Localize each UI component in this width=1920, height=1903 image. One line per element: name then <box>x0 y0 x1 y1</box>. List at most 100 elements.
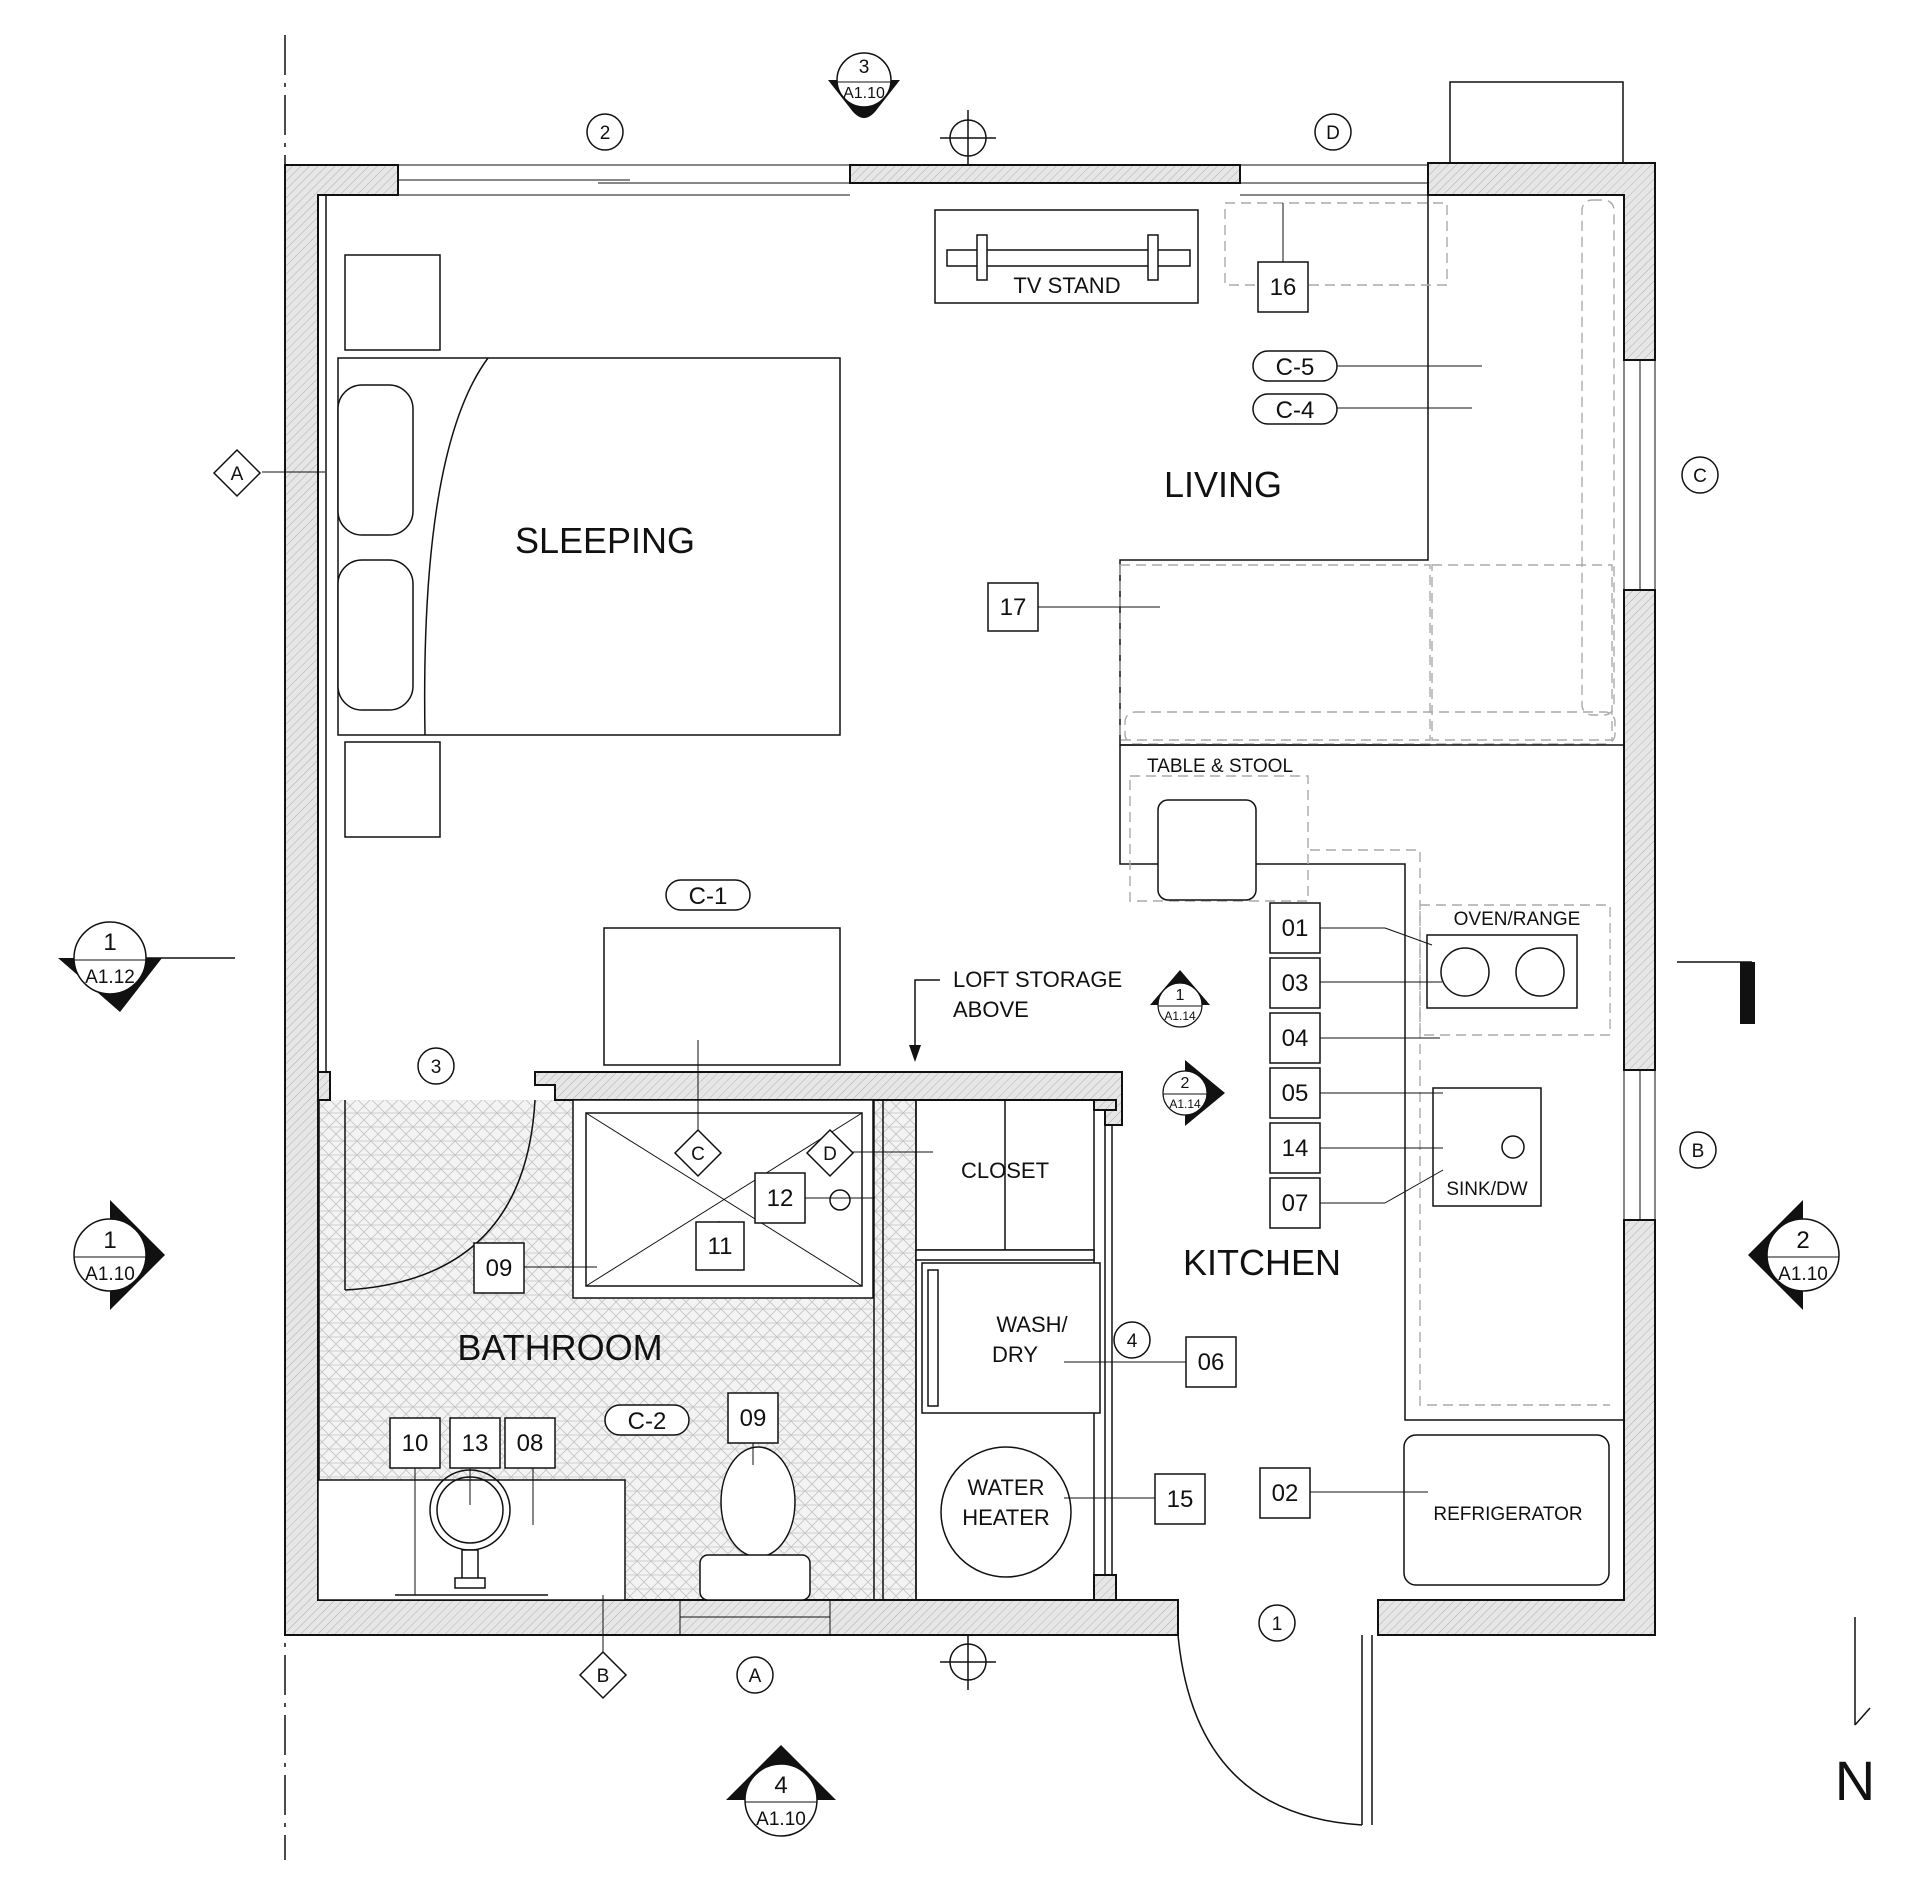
room-label-kitchen: KITCHEN <box>1183 1242 1341 1283</box>
svg-text:A1.14: A1.14 <box>1164 1009 1196 1023</box>
ceiling-tag-c4: C-4 <box>1252 393 1338 425</box>
svg-text:B: B <box>1692 1141 1705 1162</box>
section-cut-bar-east <box>1740 962 1755 1024</box>
ceiling-tag-c5: C-5 <box>1252 350 1338 382</box>
nightstand-north <box>344 254 441 351</box>
svg-text:A1.12: A1.12 <box>85 967 135 988</box>
svg-text:C: C <box>691 1144 705 1165</box>
svg-text:09: 09 <box>486 1255 513 1282</box>
wash-label-1: WASH/ <box>996 1312 1068 1337</box>
svg-text:A: A <box>749 1666 762 1687</box>
nightstand-south <box>344 741 441 838</box>
keynote-14: 14 <box>1269 1122 1321 1174</box>
washer-dryer <box>921 1262 1101 1414</box>
loft-arrow <box>914 979 940 1055</box>
closet-tile-strip <box>874 1100 916 1600</box>
table-and-stool <box>1129 775 1309 902</box>
wash-label-2: DRY <box>992 1342 1038 1367</box>
svg-text:B: B <box>597 1666 610 1687</box>
svg-text:2: 2 <box>600 123 611 144</box>
door-tag-2: 2 <box>586 113 624 151</box>
svg-text:10: 10 <box>402 1430 429 1457</box>
tv-stand <box>934 209 1199 304</box>
exterior-walls <box>284 162 1656 1636</box>
keynote-05: 05 <box>1269 1067 1321 1119</box>
refrigerator <box>1403 1434 1610 1586</box>
svg-text:A1.10: A1.10 <box>85 1264 135 1285</box>
north-bumpout <box>1449 81 1624 164</box>
sink-dw-label: SINK/DW <box>1446 1179 1527 1200</box>
keynote-09-shower: 09 <box>473 1242 525 1294</box>
vanity <box>317 1469 626 1601</box>
window-tag-d-north: D <box>1314 113 1352 151</box>
loft-label-1: LOFT STORAGE <box>953 967 1122 992</box>
leader-lines <box>262 203 1482 1660</box>
loft-storage-outline <box>603 927 841 1066</box>
water-heater-label-1: WATER <box>968 1475 1045 1500</box>
interior-elevation-1-a114: 1 A1.14 <box>1150 970 1210 1028</box>
bed <box>337 357 841 736</box>
interior-elevation-2-a114: 2 A1.14 <box>1162 1060 1225 1126</box>
svg-text:A1.14: A1.14 <box>1169 1097 1201 1111</box>
water-heater-label-2: HEATER <box>962 1505 1050 1530</box>
svg-text:C-4: C-4 <box>1276 397 1315 424</box>
room-label-living: LIVING <box>1164 464 1282 505</box>
svg-text:C-5: C-5 <box>1276 354 1315 381</box>
svg-text:08: 08 <box>517 1430 544 1457</box>
closet-label: CLOSET <box>961 1158 1049 1183</box>
svg-text:1: 1 <box>103 1227 116 1254</box>
refrigerator-label: REFRIGERATOR <box>1433 1504 1582 1525</box>
door-tag-4: 4 <box>1113 1321 1151 1359</box>
section-marker-1-west: 1 A1.10 <box>73 1200 165 1310</box>
keynote-07: 07 <box>1269 1177 1321 1229</box>
keynote-11: 11 <box>695 1221 745 1271</box>
svg-text:12: 12 <box>767 1185 794 1212</box>
svg-text:05: 05 <box>1282 1080 1309 1107</box>
svg-text:C-1: C-1 <box>689 883 728 910</box>
svg-text:3: 3 <box>431 1057 442 1078</box>
svg-text:11: 11 <box>708 1233 733 1260</box>
svg-text:16: 16 <box>1270 274 1297 301</box>
table-stool-label: TABLE & STOOL <box>1147 756 1293 777</box>
window-tag-a-south: A <box>736 1656 774 1694</box>
toilet <box>699 1446 811 1601</box>
svg-text:15: 15 <box>1167 1486 1194 1513</box>
keynote-13: 13 <box>449 1417 501 1469</box>
section-marker-3-north: 3 A1.10 <box>828 52 900 118</box>
section-marker-4-south: 4 A1.10 <box>726 1745 836 1837</box>
svg-text:17: 17 <box>1000 594 1027 621</box>
keynote-12: 12 <box>754 1172 806 1224</box>
room-label-sleeping: SLEEPING <box>515 520 695 561</box>
svg-text:C-2: C-2 <box>628 1408 667 1435</box>
entry-door <box>1177 1634 1373 1826</box>
door-tag-3: 3 <box>417 1047 455 1085</box>
svg-text:A1.10: A1.10 <box>1778 1264 1828 1285</box>
centerline-marker-south <box>940 1635 996 1690</box>
keynote-04: 04 <box>1269 1012 1321 1064</box>
ceiling-tag-c2: C-2 <box>604 1404 690 1436</box>
svg-text:1: 1 <box>103 929 116 956</box>
tv-stand-label: TV STAND <box>1013 273 1120 298</box>
svg-text:1: 1 <box>1176 987 1185 1004</box>
svg-text:4: 4 <box>774 1772 787 1799</box>
door-tag-1: 1 <box>1258 1604 1296 1642</box>
oven-range <box>1426 934 1578 1009</box>
wall-tag-a-west: A <box>212 448 262 498</box>
water-heater <box>940 1446 1072 1578</box>
svg-text:C: C <box>1693 466 1707 487</box>
svg-text:06: 06 <box>1198 1349 1225 1376</box>
bathroom-door <box>344 1099 536 1291</box>
keynote-06: 06 <box>1185 1336 1237 1388</box>
loft-label-2: ABOVE <box>953 997 1029 1022</box>
keynote-09-toilet: 09 <box>727 1392 779 1444</box>
keynote-01: 01 <box>1269 902 1321 954</box>
svg-text:A1.10: A1.10 <box>756 1809 806 1830</box>
keynote-10: 10 <box>389 1417 441 1469</box>
wall-tag-d-shower: D <box>805 1128 855 1178</box>
svg-text:07: 07 <box>1282 1190 1309 1217</box>
svg-text:03: 03 <box>1282 970 1309 997</box>
section-marker-2-east: 2 A1.10 <box>1748 1200 1840 1310</box>
svg-text:14: 14 <box>1282 1135 1309 1162</box>
room-label-bathroom: BATHROOM <box>457 1327 662 1368</box>
kitchen-counter <box>1119 744 1624 1421</box>
